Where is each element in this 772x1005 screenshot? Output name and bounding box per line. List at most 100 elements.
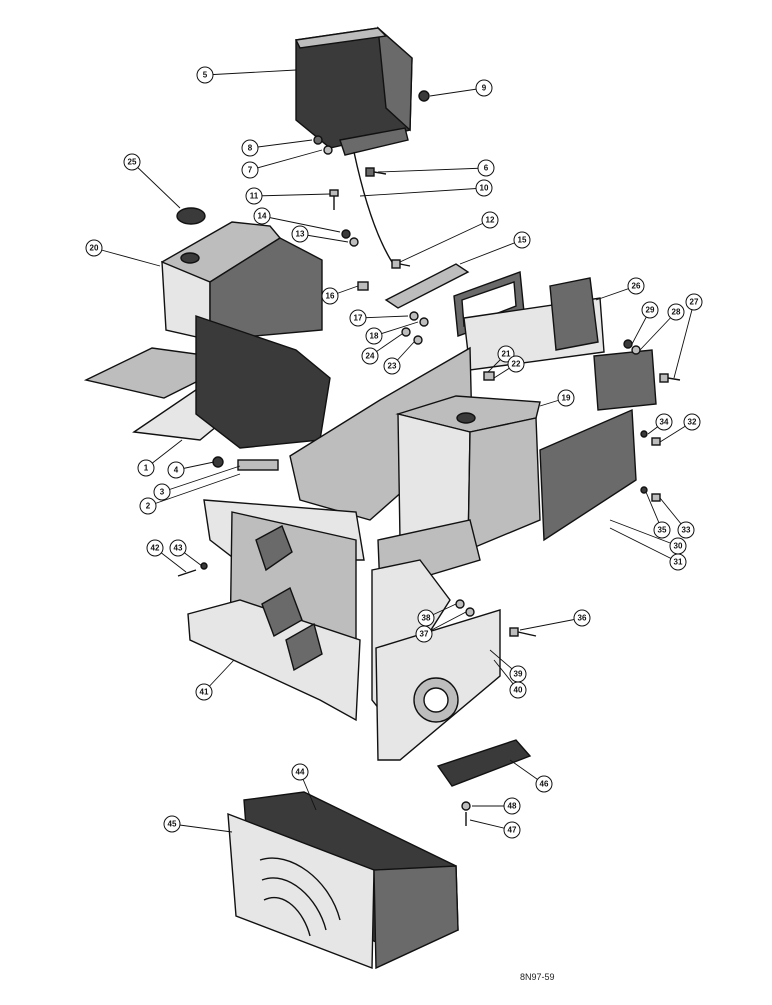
- callout-number: 5: [203, 71, 208, 80]
- nut-4: [212, 456, 224, 468]
- callout-10: 10: [359, 179, 493, 197]
- callout-circle: [383, 357, 401, 375]
- callout-41: 41: [195, 659, 235, 701]
- callout-leader: [399, 219, 491, 263]
- callout-30: 30: [609, 519, 687, 555]
- part-counterweight: [227, 791, 459, 970]
- callout-circle: [667, 303, 685, 321]
- callout-number: 29: [646, 306, 655, 315]
- callout-34: 34: [647, 413, 673, 435]
- callout-5: 5: [196, 66, 297, 84]
- callout-number: 30: [674, 542, 683, 551]
- callout-40: 40: [493, 659, 527, 699]
- clip-3: [237, 459, 279, 471]
- callout-circle: [507, 355, 525, 373]
- callout-47: 47: [469, 819, 521, 839]
- part-box-top: [294, 26, 413, 156]
- callout-number: 13: [296, 230, 305, 239]
- callout-number: 4: [174, 466, 179, 475]
- callout-4: 4: [167, 461, 215, 479]
- callout-number: 31: [674, 558, 683, 567]
- washer-9: [418, 90, 430, 102]
- callout-39: 39: [489, 649, 527, 683]
- bolt-33: [651, 493, 661, 502]
- callout-leader: [147, 473, 241, 507]
- callout-number: 28: [672, 308, 681, 317]
- callout-circle: [85, 239, 103, 257]
- callout-26: 26: [595, 277, 645, 301]
- callout-36: 36: [519, 609, 591, 631]
- washer-35: [640, 486, 648, 494]
- callout-42: 42: [146, 539, 187, 573]
- callout-circle: [685, 293, 703, 311]
- callout-number: 14: [258, 212, 267, 221]
- callout-circle: [253, 207, 271, 225]
- callout-number: 48: [508, 802, 517, 811]
- bolt-42: [177, 569, 197, 577]
- callout-33: 33: [659, 497, 695, 539]
- callout-leader: [261, 215, 341, 233]
- bolt-6: [365, 167, 387, 177]
- callout-number: 23: [388, 362, 397, 371]
- callout-number: 40: [514, 686, 523, 695]
- callout-number: 17: [354, 314, 363, 323]
- callout-leader: [673, 301, 695, 379]
- callout-28: 28: [639, 303, 685, 351]
- callout-circle: [241, 161, 259, 179]
- callout-number: 24: [366, 352, 375, 361]
- callout-37: 37: [415, 611, 467, 643]
- callout-18: 18: [365, 321, 419, 345]
- callout-number: 2: [146, 502, 151, 511]
- callout-48: 48: [472, 797, 521, 815]
- callout-circle: [677, 521, 695, 539]
- callout-9: 9: [429, 79, 493, 97]
- washer-37: [465, 607, 475, 617]
- callout-number: 34: [660, 418, 669, 427]
- callout-leader: [204, 69, 297, 76]
- callout-number: 27: [690, 298, 699, 307]
- part-support-frame: [453, 271, 657, 411]
- callout-25: 25: [123, 153, 181, 209]
- callout-circle: [535, 775, 553, 793]
- callout-number: 26: [632, 282, 641, 291]
- bolt-16: [357, 281, 369, 291]
- callout-22: 22: [493, 355, 525, 379]
- washer-7: [323, 145, 333, 155]
- callout-number: 1: [144, 464, 149, 473]
- callout-number: 21: [502, 350, 511, 359]
- callout-number: 35: [658, 526, 667, 535]
- callout-number: 39: [514, 670, 523, 679]
- callout-leader: [253, 193, 331, 197]
- callout-circle: [475, 179, 493, 197]
- callout-17: 17: [349, 309, 409, 327]
- callout-number: 41: [200, 688, 209, 697]
- callout-circle: [415, 625, 433, 643]
- callout-circle: [321, 287, 339, 305]
- callout-number: 16: [326, 292, 335, 301]
- callout-circle: [291, 225, 309, 243]
- nut-29: [623, 339, 633, 349]
- callout-circle: [481, 211, 499, 229]
- callout-circle: [169, 539, 187, 557]
- callout-20: 20: [85, 239, 161, 267]
- callout-circle: [291, 763, 309, 781]
- callout-35: 35: [645, 491, 671, 539]
- callout-8: 8: [241, 139, 313, 157]
- washer-34: [640, 430, 648, 438]
- callout-circle: [557, 389, 575, 407]
- callout-number: 38: [422, 614, 431, 623]
- callout-leader: [639, 311, 677, 351]
- callout-leader: [93, 247, 161, 267]
- callout-circle: [195, 683, 213, 701]
- callout-leader: [249, 139, 313, 149]
- washer-13: [349, 237, 359, 247]
- nut-14: [341, 229, 351, 239]
- callout-number: 20: [90, 244, 99, 253]
- callout-leader: [249, 149, 323, 171]
- callout-number: 11: [250, 192, 259, 201]
- callout-number: 37: [420, 630, 429, 639]
- callout-29: 29: [631, 301, 659, 345]
- bolt-12: [391, 259, 411, 269]
- washer-28: [631, 345, 641, 355]
